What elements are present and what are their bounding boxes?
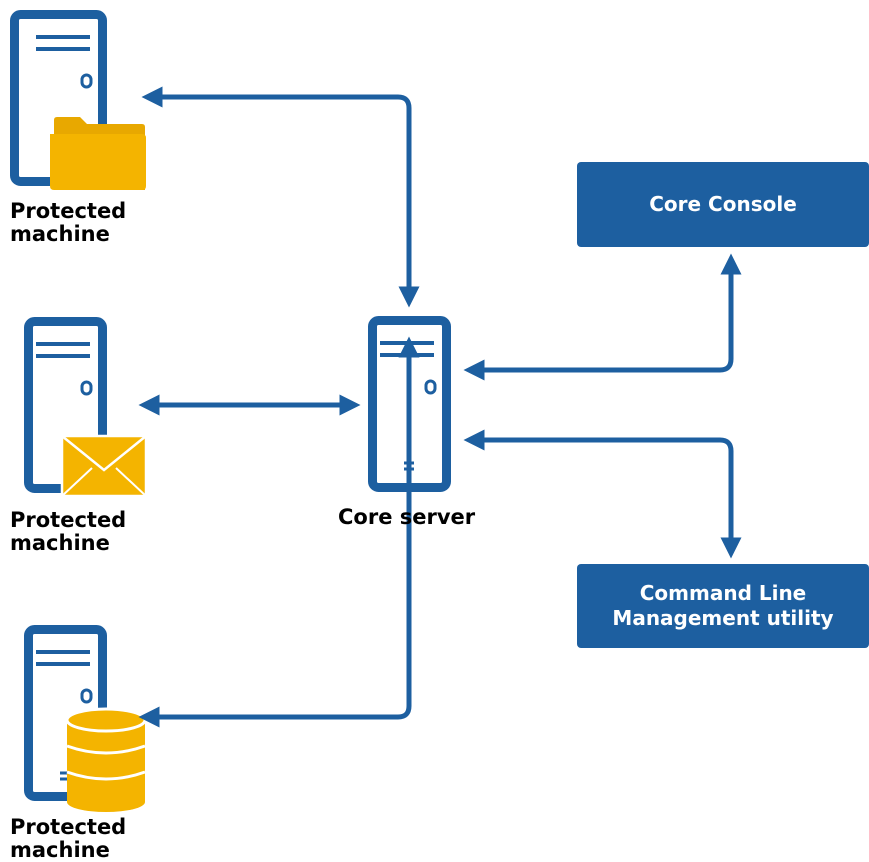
protected-machine-3-label: Protected machine <box>10 815 127 862</box>
protected-machine-1-label: Protected machine <box>10 199 127 246</box>
cli-utility-box: Command Line Management utility <box>577 564 869 648</box>
connector-core-server-to-core-console <box>463 253 742 381</box>
connector-core-server-to-cli-utility <box>463 429 742 559</box>
envelope-icon <box>60 434 148 498</box>
core-server-label: Core server <box>338 505 476 529</box>
core-console-box: Core Console <box>577 162 869 247</box>
core-console-label: Core Console <box>649 192 797 216</box>
connector-core-server-to-protected-machine-1 <box>141 86 420 308</box>
database-icon <box>65 707 147 812</box>
connector-core-server-to-protected-machine-3 <box>138 336 420 728</box>
folder-icon <box>50 117 146 190</box>
protected-machine-2-label: Protected machine <box>10 508 127 555</box>
cli-utility-label: Command Line Management utility <box>612 581 834 630</box>
